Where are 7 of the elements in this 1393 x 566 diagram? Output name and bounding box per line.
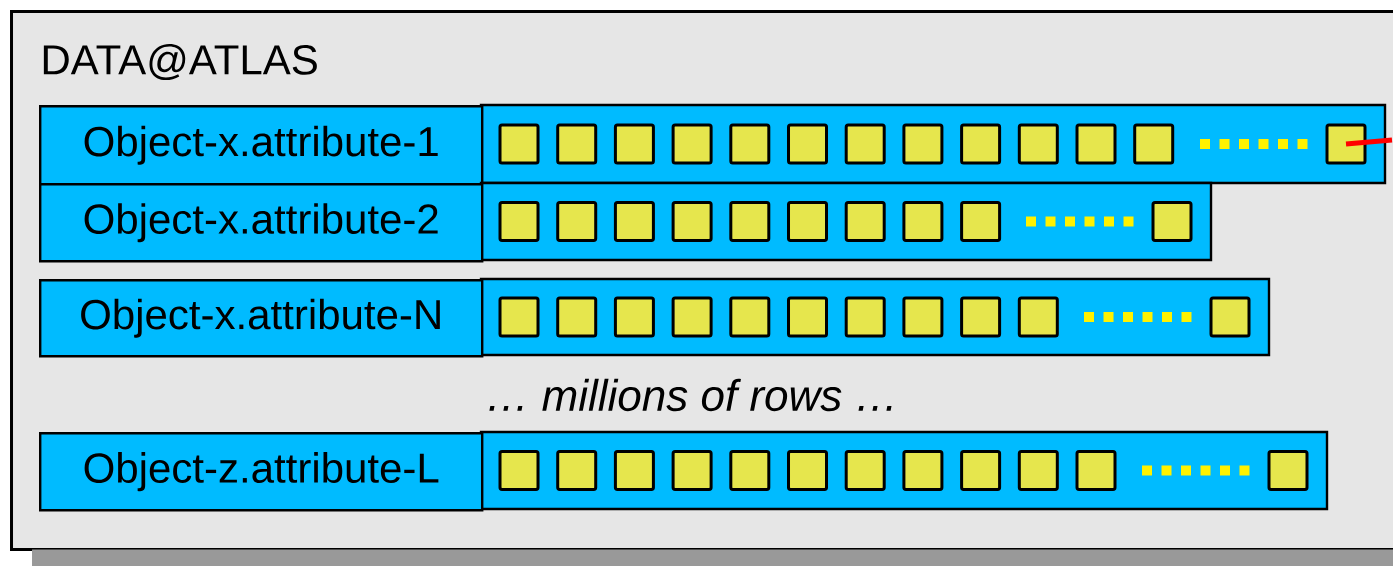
row-label-box: Object-x.attribute-1 <box>39 105 484 186</box>
row-label-box: Object-x.attribute-N <box>39 279 484 358</box>
panel-title: DATA@ATLAS <box>43 43 317 81</box>
row-label-box: Object-z.attribute-L <box>39 432 484 512</box>
note-text: … millions of rows … <box>489 378 892 412</box>
row-label-box: Object-x.attribute-2 <box>39 183 484 263</box>
cell <box>1325 123 1367 165</box>
